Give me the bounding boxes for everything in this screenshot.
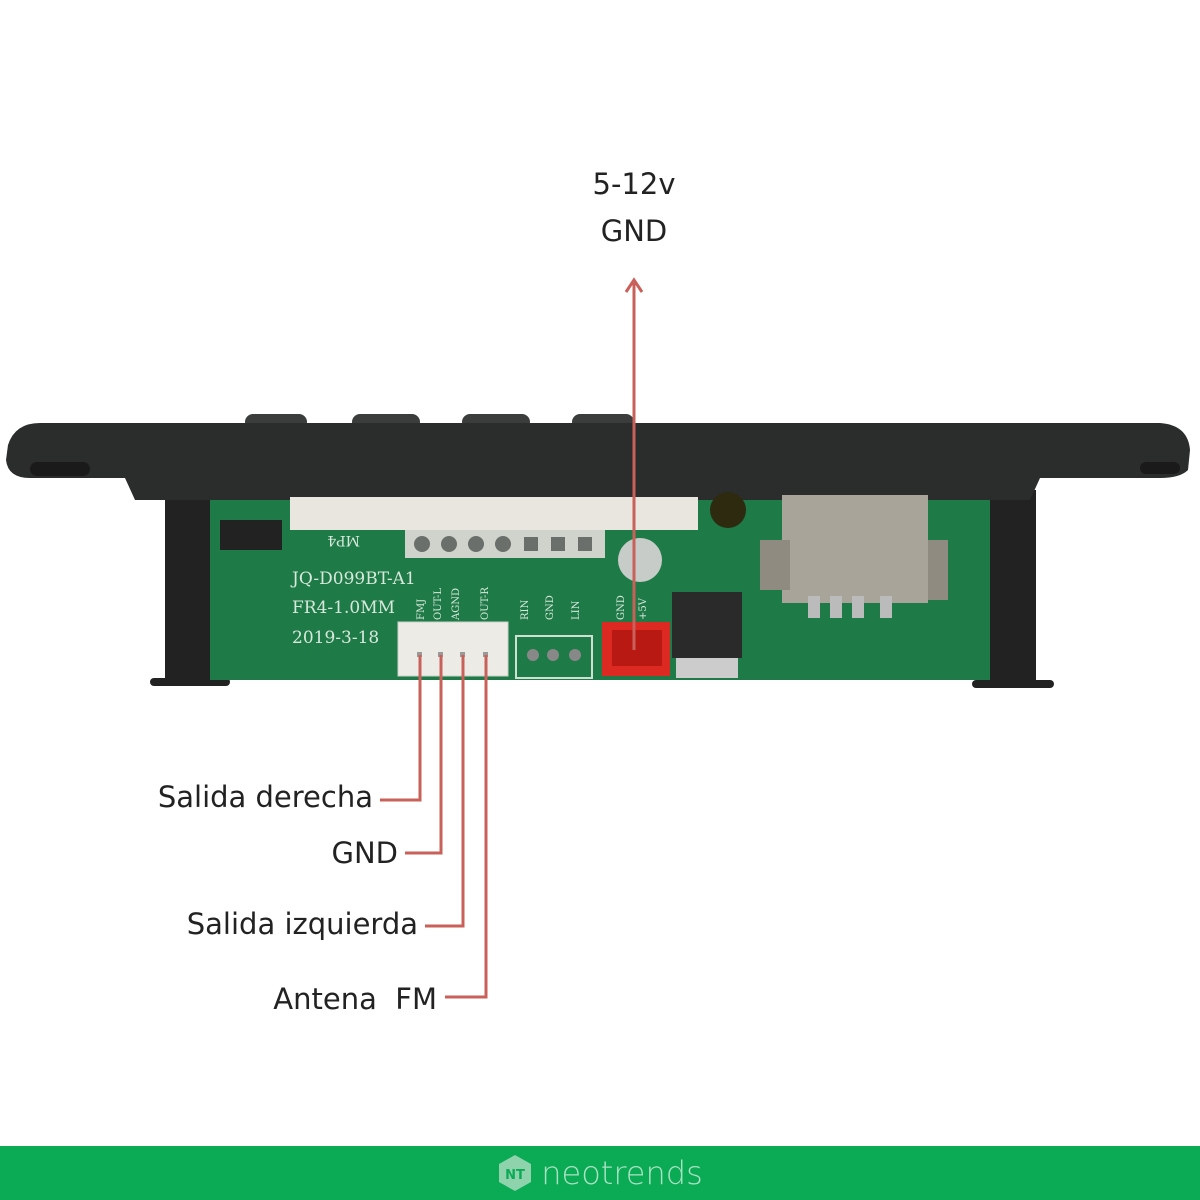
faceplate [6,423,1190,500]
pin-label-fm-antenna: Antena FM [273,982,437,1016]
pin-label-left-out: Salida izquierda [186,907,418,941]
audio-connector [397,621,509,677]
pcb-pin-label: RIN [520,600,531,620]
brand-name: neotrends [541,1154,703,1192]
power-gnd-label: GND [600,214,668,248]
pcb-pin-label: +5V [638,597,649,620]
pcb-date-text: 2019-3-18 [292,628,379,648]
pcb-model-text: JQ-D099BT-A1 [290,569,416,589]
pcb-material-text: FR4-1.0MM [292,598,395,618]
pin-label-right-out: Salida derecha [157,780,373,814]
footer-bar: NT neotrends [0,1146,1200,1200]
pcb-pin-label: GND [545,595,556,620]
pcb-mp4-label: MP4 [327,532,360,548]
power-voltage-label: 5-12v [592,167,676,201]
pcb-pin-label: OUT-L [433,588,444,620]
display-strip [290,497,698,530]
neotrends-logo-icon: NT [499,1155,532,1191]
usb-port [782,495,928,603]
pcb-pin-label: GND [616,595,627,620]
pcb-pin-label: FMJ [416,599,427,620]
annotation-lines [380,277,644,999]
pcb-pin-label: OUT-R [480,587,491,620]
svg-text:NT: NT [505,1168,525,1183]
pin-label-gnd: GND [331,836,399,870]
voltage-regulator [672,592,742,658]
pcb-pin-label: AGND [451,588,462,621]
pcb-pin-label: LIN [571,600,582,620]
